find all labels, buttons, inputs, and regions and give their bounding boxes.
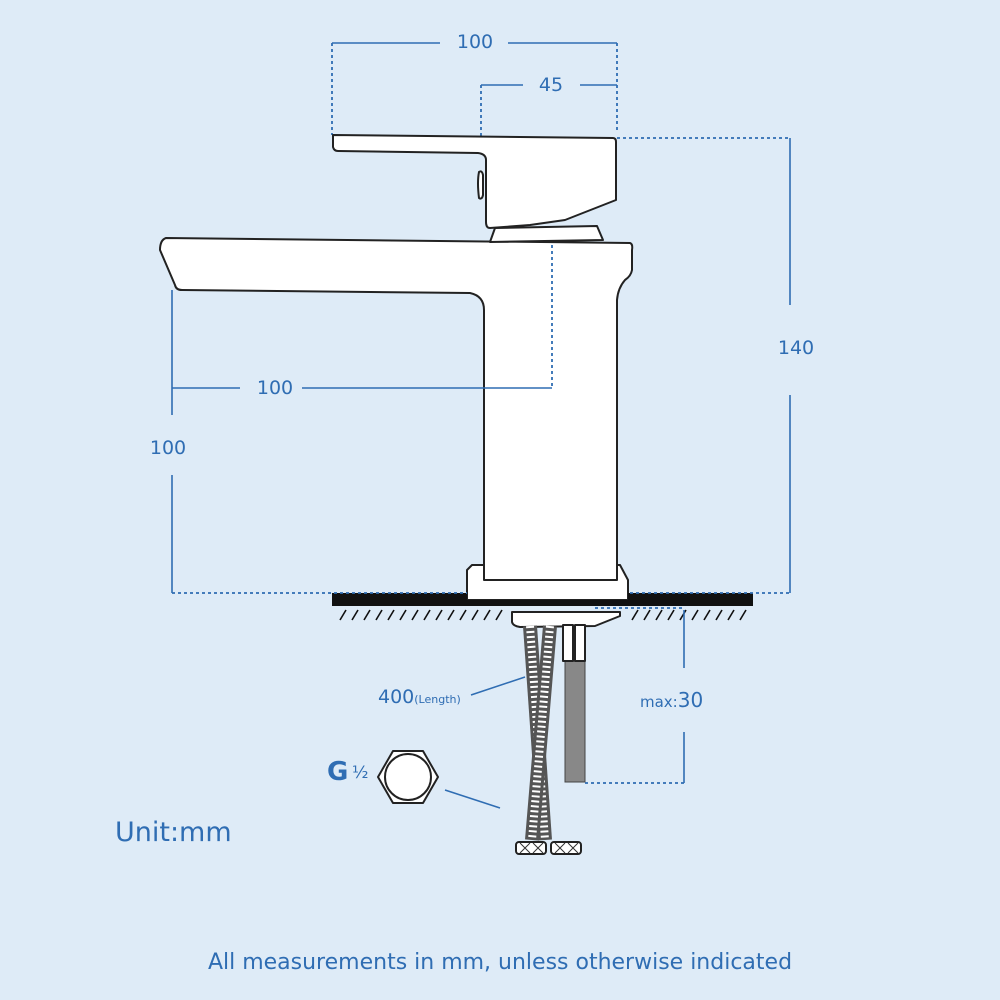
flexible-hoses — [515, 624, 586, 855]
thread-fraction-label: ½ — [352, 763, 368, 783]
hose-length-callout: 400(Length) — [378, 676, 526, 708]
hose-connector — [515, 841, 547, 855]
spout-height-dimension: 100 — [150, 290, 467, 594]
svg-text:400(Length): 400(Length) — [378, 686, 461, 708]
thread-size-callout: G ½ — [327, 750, 501, 809]
handle-offset-label: 45 — [539, 74, 563, 96]
total-height-dimension: 140 — [617, 137, 814, 594]
svg-text:max:30: max:30 — [640, 688, 703, 712]
spout-reach-dimension: 100 — [172, 245, 553, 399]
faucet-body — [159, 237, 634, 581]
lever-handle — [332, 134, 617, 229]
handle-width-label: 100 — [457, 31, 493, 53]
faucet-drawing — [159, 134, 634, 855]
countertop — [332, 593, 753, 621]
under-plate — [511, 611, 621, 628]
spout-height-label: 100 — [150, 437, 186, 459]
lever-pivot — [477, 170, 484, 200]
hose-length-value: 400 — [378, 686, 414, 708]
hose-connector — [550, 841, 582, 855]
thread-size-label: G — [327, 757, 348, 787]
max-deck-thickness-dimension: max:30 — [585, 607, 703, 784]
hose-length-suffix: (Length) — [414, 693, 461, 706]
spout-reach-label: 100 — [257, 377, 293, 399]
handle-base — [489, 225, 604, 243]
max-deck-label: max: — [640, 693, 678, 711]
footer-note: All measurements in mm, unless otherwise… — [208, 950, 792, 975]
total-height-label: 140 — [778, 337, 814, 359]
unit-label: Unit:mm — [115, 817, 232, 848]
handle-width-dimension: 100 — [331, 31, 618, 135]
max-deck-value: 30 — [678, 688, 703, 712]
